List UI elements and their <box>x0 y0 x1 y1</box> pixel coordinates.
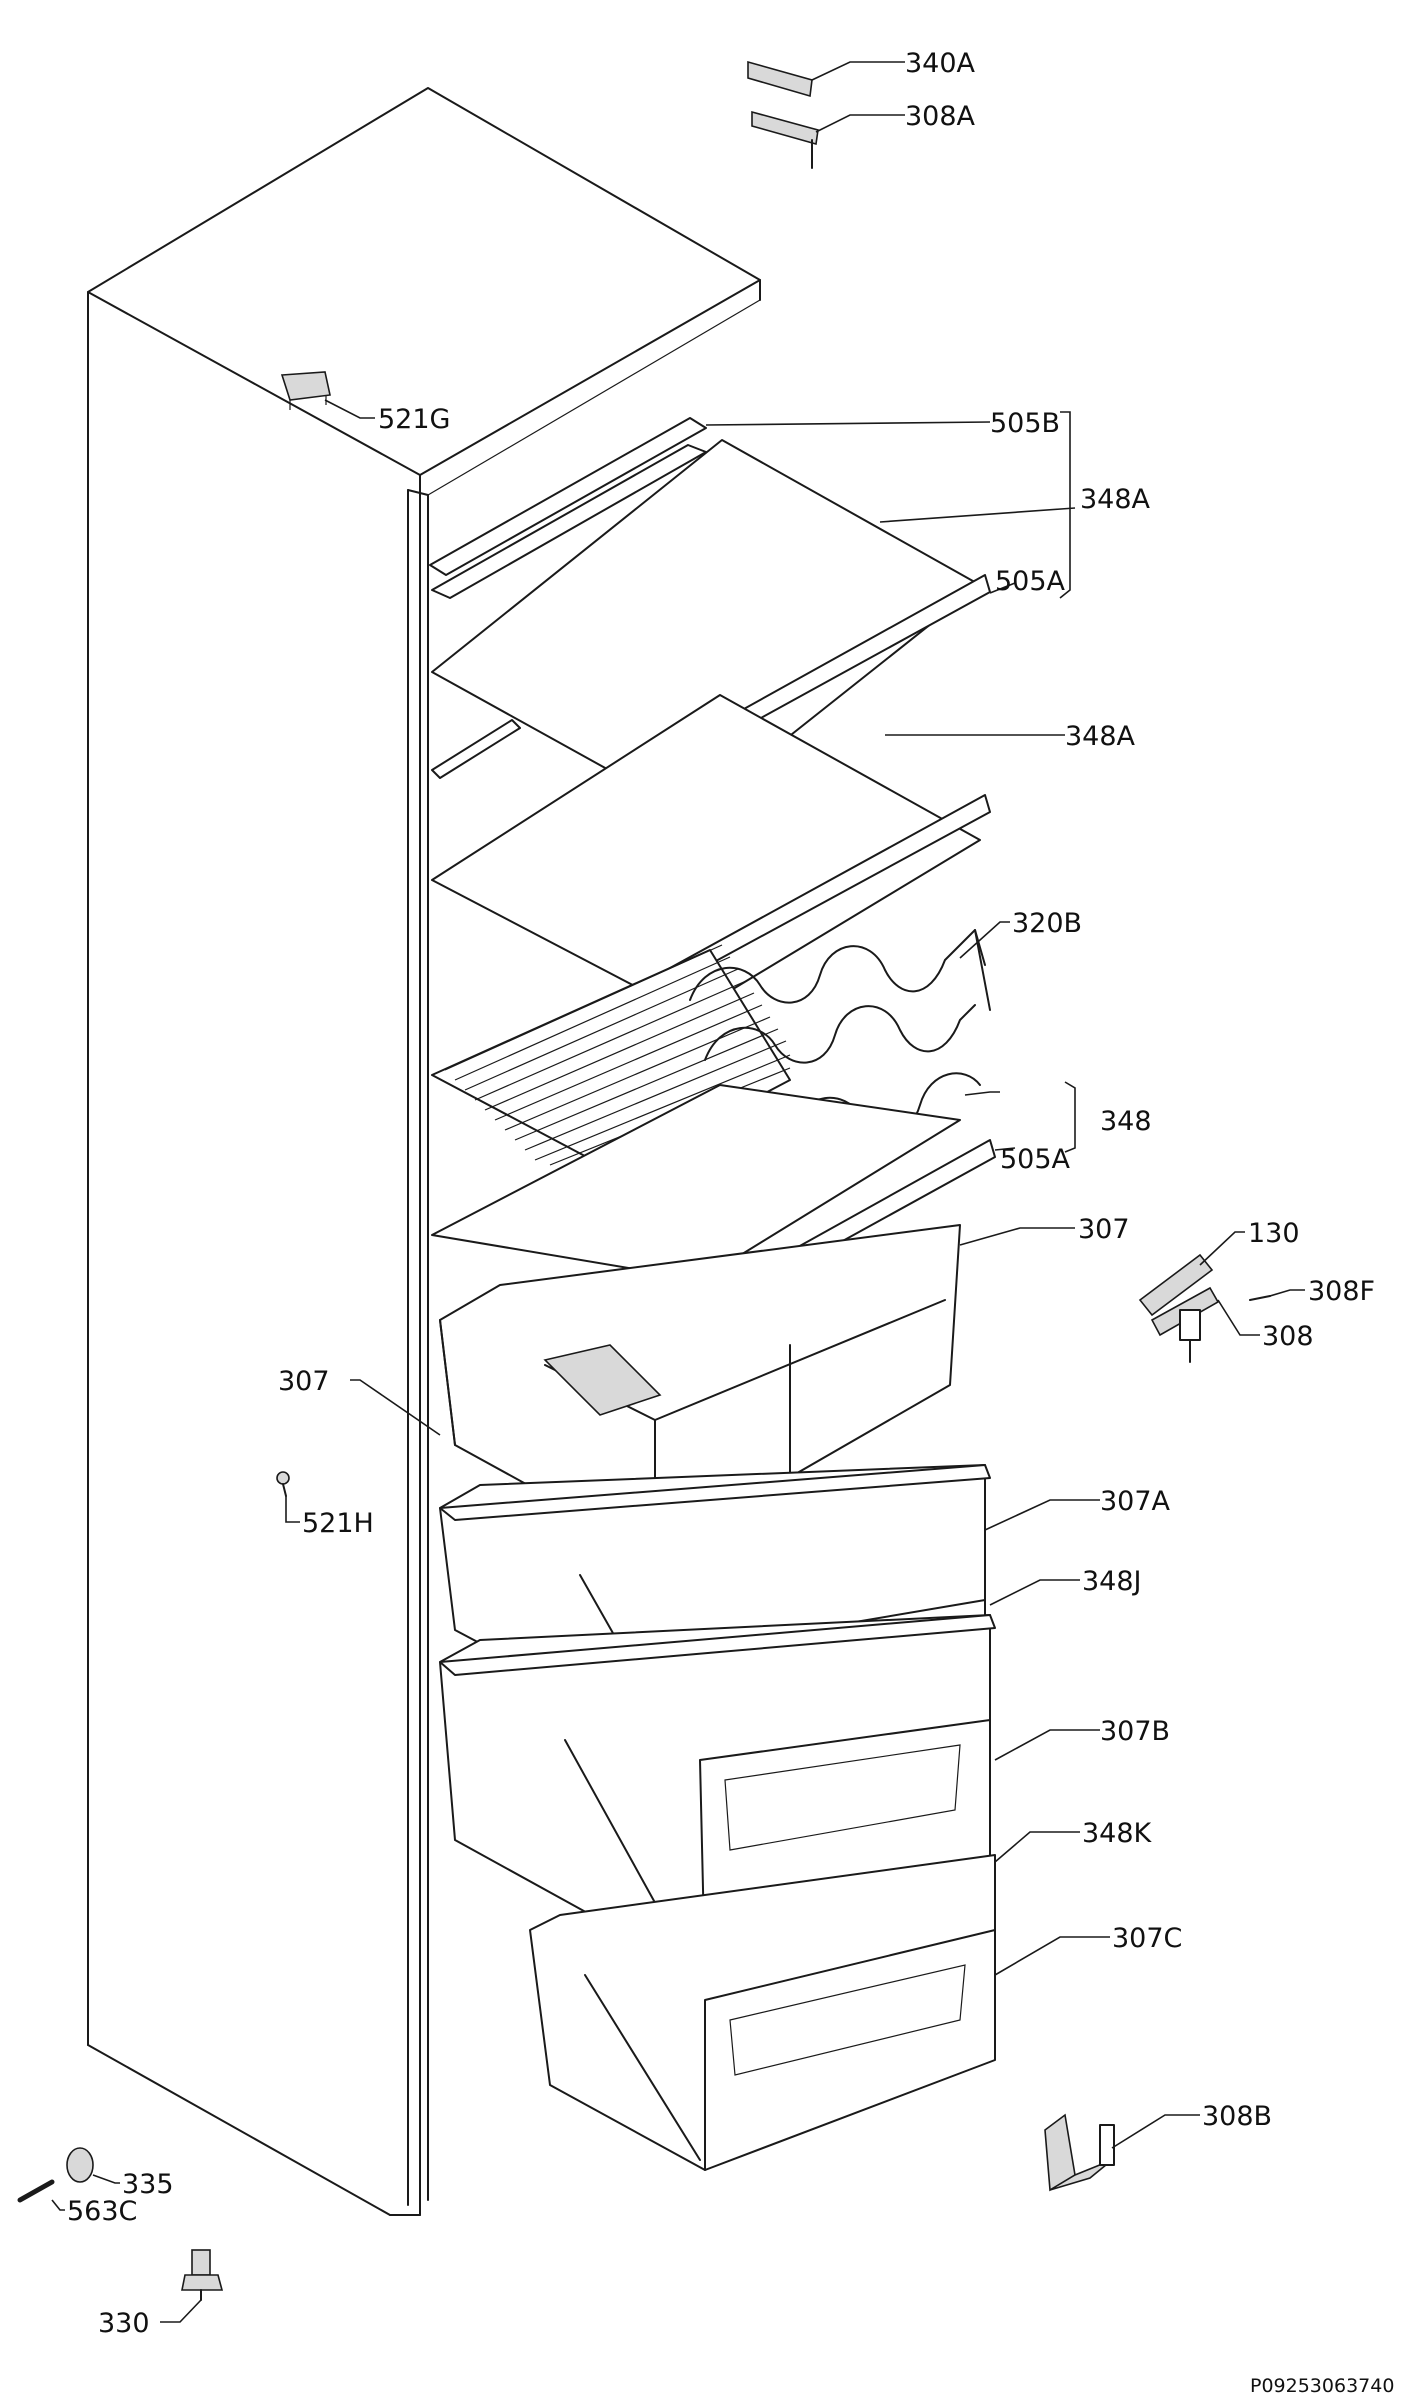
label-307-right: 307 <box>1078 1214 1130 1245</box>
label-307a: 307A <box>1100 1486 1171 1517</box>
label-308: 308 <box>1262 1321 1314 1352</box>
label-348k: 348K <box>1082 1818 1153 1849</box>
part-521h <box>276 1471 290 1497</box>
label-348a-mid: 348A <box>1065 721 1136 752</box>
label-348a-top: 348A <box>1080 484 1151 515</box>
part-521g <box>280 371 331 410</box>
label-308a: 308A <box>905 101 976 132</box>
label-563c: 563C <box>67 2196 137 2227</box>
label-505a-low: 505A <box>1000 1144 1071 1175</box>
hinge-cover-340a <box>747 60 813 98</box>
group-braces <box>1059 411 1076 1153</box>
label-308f: 308F <box>1308 1276 1375 1307</box>
reference-code: P09253063740 <box>1250 2375 1394 2397</box>
hinge-308a <box>751 110 819 169</box>
adjustable-foot-330 <box>181 2249 224 2301</box>
label-348: 348 <box>1100 1106 1152 1137</box>
label-330: 330 <box>98 2308 150 2339</box>
hinge-assembly-130-308 <box>1138 1253 1271 1363</box>
label-505a-top: 505A <box>995 566 1066 597</box>
leader-lines <box>51 61 1305 2323</box>
pin-563c <box>17 2179 55 2203</box>
drawer-307 <box>439 1224 961 1556</box>
label-320b: 320B <box>1012 908 1082 939</box>
label-307-left: 307 <box>278 1366 330 1397</box>
label-130: 130 <box>1248 1218 1300 1249</box>
label-307c: 307C <box>1112 1923 1182 1954</box>
label-521g: 521G <box>378 404 450 435</box>
label-308b: 308B <box>1202 2101 1272 2132</box>
label-340a: 340A <box>905 48 976 79</box>
hinge-308b <box>1044 2113 1115 2192</box>
label-348j: 348J <box>1082 1566 1142 1597</box>
label-307b: 307B <box>1100 1716 1170 1747</box>
label-521h: 521H <box>302 1508 374 1539</box>
foot-335 <box>66 2147 94 2183</box>
label-335: 335 <box>122 2169 174 2200</box>
label-505b: 505B <box>990 408 1060 439</box>
drawer-307c <box>529 1854 996 2171</box>
cabinet <box>87 87 761 2216</box>
